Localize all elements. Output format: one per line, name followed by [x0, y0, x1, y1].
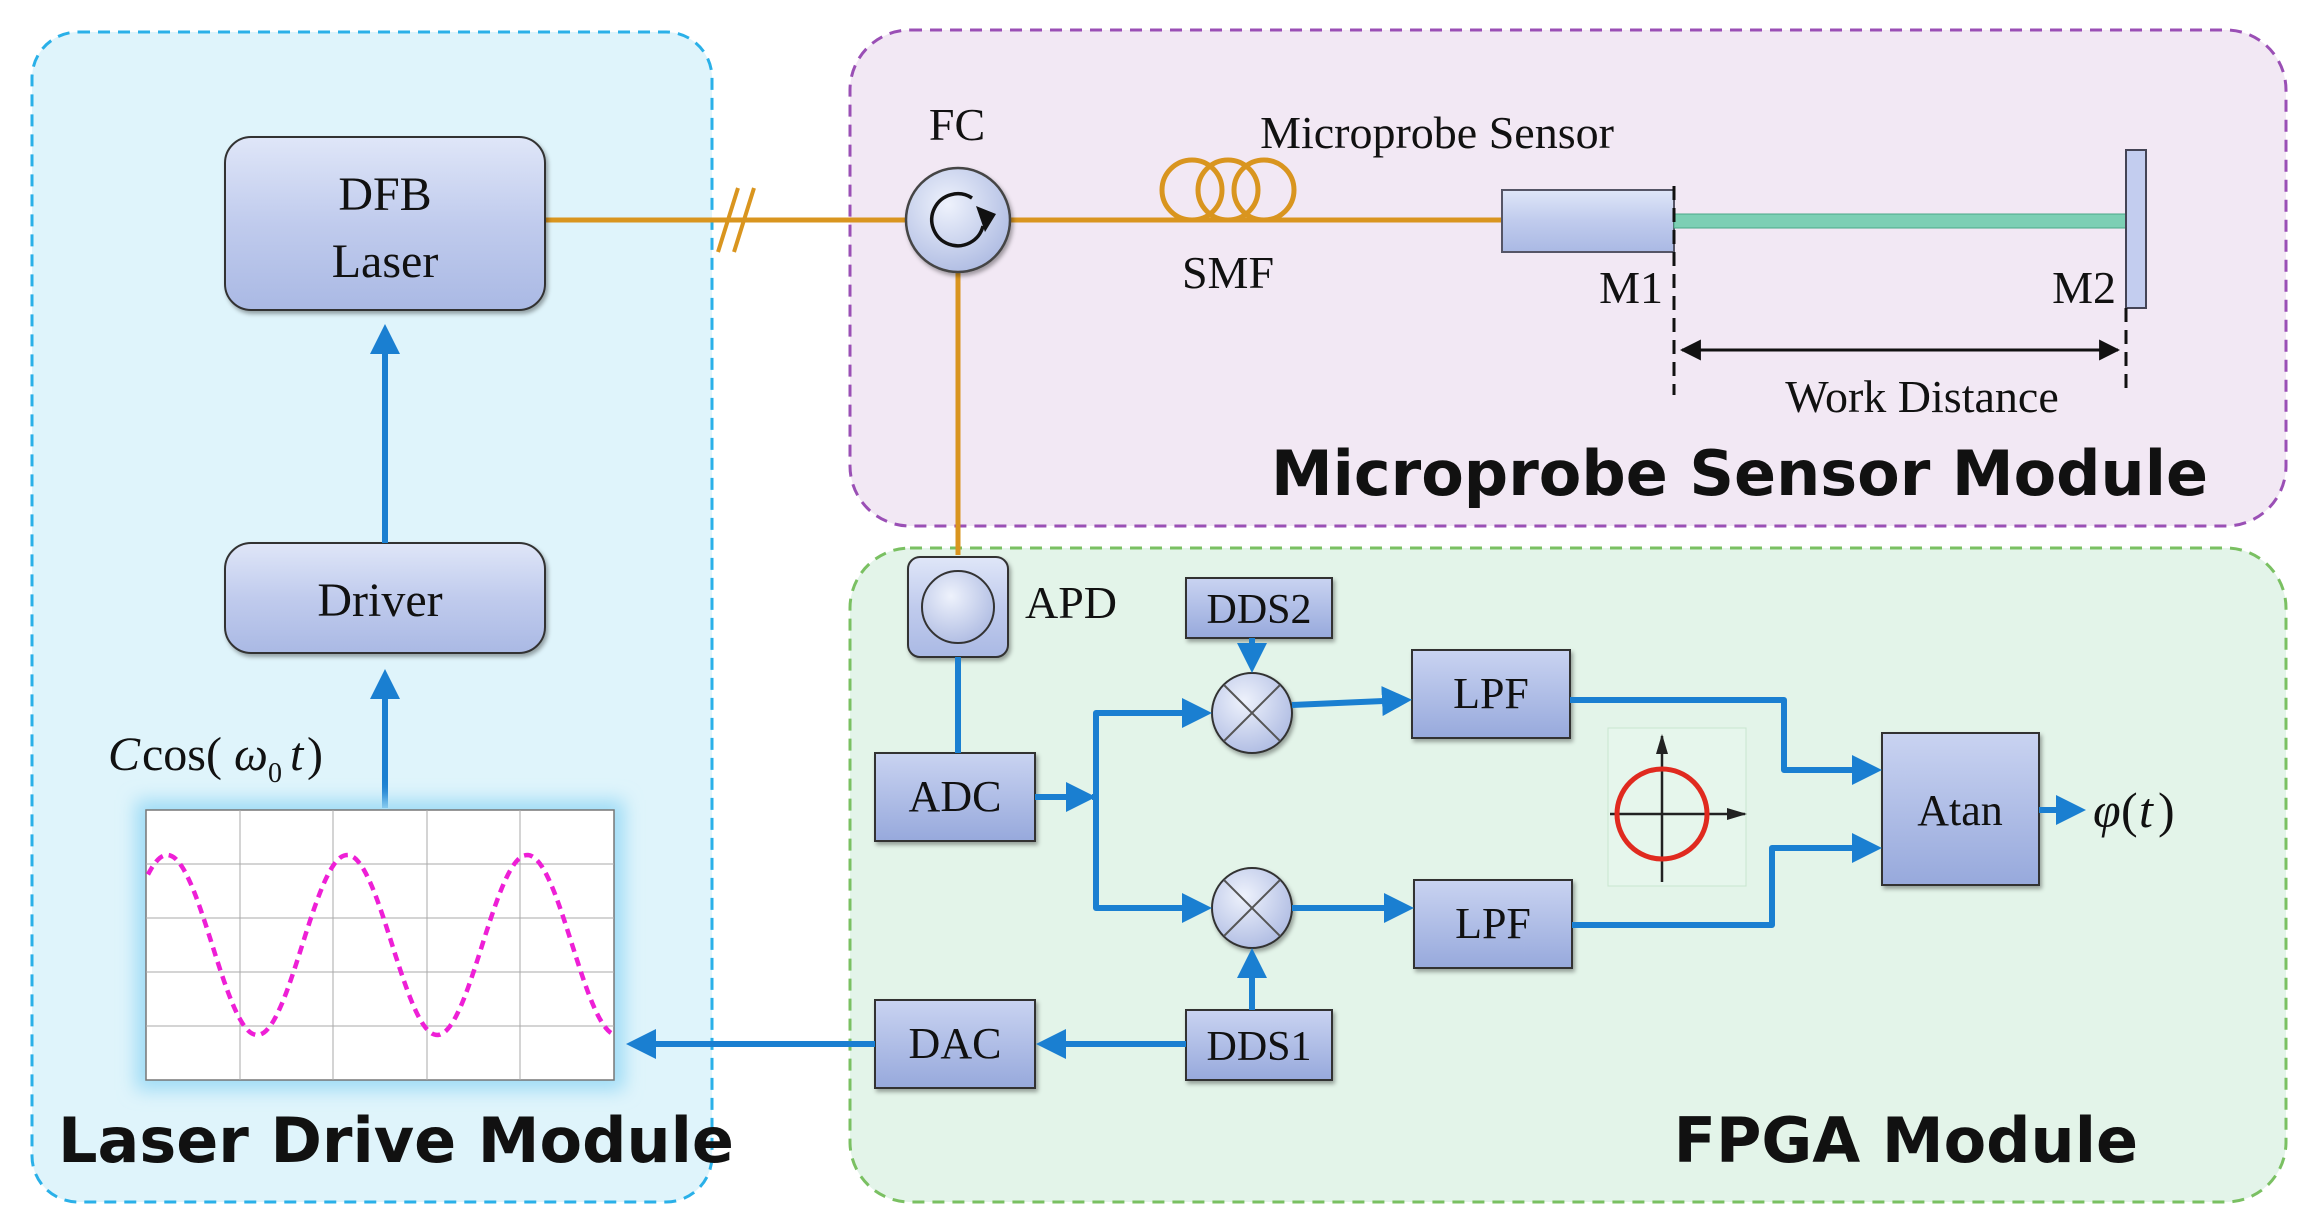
signal-t: t [290, 728, 305, 781]
m1-label: M1 [1599, 262, 1663, 313]
smf-coil-icon [1150, 157, 1325, 223]
fpga-signal-lines [626, 638, 2086, 1059]
fpga-module-title: FPGA Module [1674, 1104, 2138, 1177]
laser-drive-module-title: Laser Drive Module [58, 1104, 734, 1177]
adc-label: ADC [909, 772, 1002, 821]
laser-label: Laser [332, 235, 439, 288]
signal-subscript: 0 [268, 758, 282, 789]
iq-circle-icon [1607, 727, 1747, 887]
fiber-circulator [904, 166, 1012, 274]
work-distance-label: Work Distance [1785, 371, 2058, 422]
signal-cos: cos( [142, 728, 222, 781]
microprobe-sensor-module-title: Microprobe Sensor Module [1271, 437, 2208, 510]
dds1-block [1185, 1009, 1333, 1081]
dac-label: DAC [909, 1019, 1002, 1068]
signal-formula: C cos( ω 0 t ) [108, 728, 323, 789]
dfb-laser-block [224, 136, 546, 311]
dds1-label: DDS1 [1206, 1024, 1311, 1070]
oscilloscope-grid [146, 810, 614, 1080]
output-close-paren: ) [2158, 782, 2175, 838]
adc-block [874, 752, 1036, 842]
signal-omega: ω [234, 728, 268, 781]
atan-block [1881, 732, 2040, 886]
driver-label: Driver [317, 574, 442, 627]
microprobe-sensor-module-panel [848, 28, 2288, 528]
atan-label: Atan [1917, 786, 2003, 835]
apd-label: APD [1025, 577, 1117, 628]
output-open-paren: ( [2121, 782, 2138, 838]
phase-output-label: φ ( t ) [2093, 782, 2175, 838]
dds2-block [1185, 577, 1333, 639]
signal-c: C [108, 728, 141, 781]
optical-fiber-path [545, 217, 1502, 555]
oscilloscope-display [136, 800, 624, 1090]
output-phi: φ [2093, 782, 2121, 838]
microprobe-sensor-body [1501, 189, 1675, 253]
smf-label: SMF [1182, 247, 1274, 298]
dds2-label: DDS2 [1206, 587, 1311, 633]
fc-label: FC [929, 99, 985, 150]
laser-beam [1673, 213, 2127, 229]
lpf-top-label: LPF [1453, 669, 1529, 718]
dac-block [874, 999, 1036, 1089]
lpf-top-block [1411, 649, 1571, 739]
apd-detector [907, 556, 1009, 658]
mirror-m2 [2125, 149, 2147, 309]
lpf-bottom-block [1413, 879, 1573, 969]
signal-close-paren: ) [307, 728, 323, 781]
lpf-bottom-label: LPF [1455, 899, 1531, 948]
microprobe-sensor-label: Microprobe Sensor [1260, 107, 1614, 158]
dfb-label: DFB [338, 168, 431, 221]
mixer-bottom [1211, 867, 1293, 949]
fiber-break-mark [716, 187, 756, 253]
output-t: t [2139, 782, 2154, 838]
mixer-top [1211, 672, 1293, 754]
m2-label: M2 [2052, 262, 2116, 313]
